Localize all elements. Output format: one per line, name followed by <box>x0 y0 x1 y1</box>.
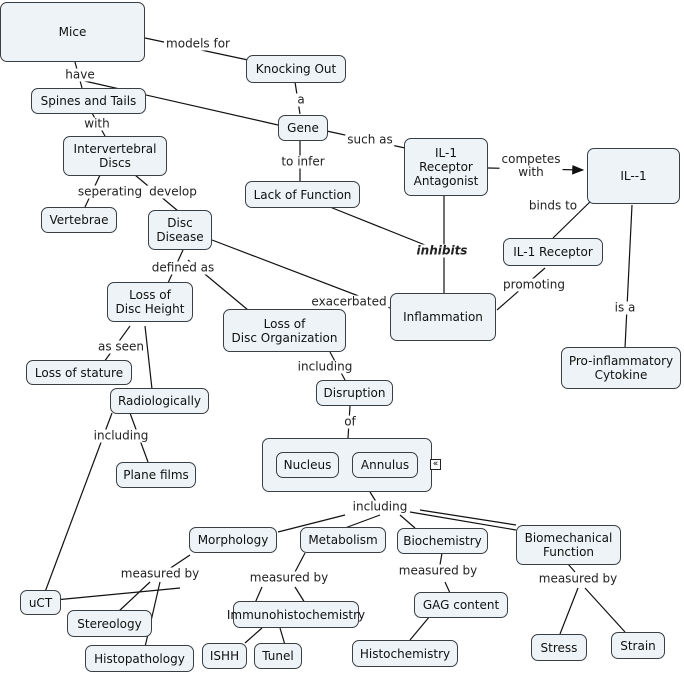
link-label-measured-by-biochemistry: measured by <box>396 563 480 578</box>
concept-loss-of-stature[interactable]: Loss of stature <box>26 360 132 385</box>
link-label-competes-with: competes with <box>499 152 563 179</box>
concept-inflammation[interactable]: Inflammation <box>390 293 496 341</box>
link-label-develop: develop <box>147 184 199 199</box>
link-label-promoting: promoting <box>501 277 567 292</box>
concept-histopathology[interactable]: Histopathology <box>85 645 194 672</box>
link-label-defined-as: defined as <box>149 260 217 275</box>
link-label-binds-to: binds to <box>526 198 580 213</box>
concept-uct[interactable]: uCT <box>20 590 61 615</box>
concept-loss-of-disc-organization[interactable]: Loss of Disc Organization <box>223 309 346 352</box>
link-label-measured-by-morphology: measured by <box>118 566 202 581</box>
concept-histochemistry[interactable]: Histochemistry <box>352 640 458 667</box>
concept-disruption[interactable]: Disruption <box>316 380 393 406</box>
link-label-such-as: such as <box>345 132 395 147</box>
link-label-including-disruption: including <box>295 359 355 374</box>
link-label-a: a <box>295 92 307 107</box>
link-label-including-radiologically: including <box>91 428 151 443</box>
concept-gene[interactable]: Gene <box>278 115 328 141</box>
concept-biochemistry[interactable]: Biochemistry <box>397 528 488 554</box>
link-label-exacerbated: exacerbated <box>309 294 389 309</box>
concept-knocking-out[interactable]: Knocking Out <box>246 55 346 83</box>
concept-loss-of-disc-height[interactable]: Loss of Disc Height <box>107 282 193 322</box>
concept-spines-and-tails[interactable]: Spines and Tails <box>31 88 146 114</box>
concept-intervertebral-discs[interactable]: Intervertebral Discs <box>63 136 167 176</box>
concept-il1-receptor-antagonist[interactable]: IL-1 Receptor Antagonist <box>404 138 488 196</box>
concept-pro-inflammatory-cytokine[interactable]: Pro-inflammatory Cytokine <box>561 347 681 389</box>
concept-metabolism[interactable]: Metabolism <box>300 527 386 553</box>
concept-annulus[interactable]: Annulus <box>352 452 418 478</box>
concept-radiologically[interactable]: Radiologically <box>110 388 209 414</box>
link-label-models-for: models for <box>164 36 232 51</box>
concept-strain[interactable]: Strain <box>611 632 665 659</box>
concept-stress[interactable]: Stress <box>531 634 587 661</box>
concept-gag-content[interactable]: GAG content <box>414 592 508 618</box>
collapse-double-chevron-left-icon[interactable]: « <box>430 459 441 470</box>
concept-morphology[interactable]: Morphology <box>189 527 277 553</box>
link-label-to-infer: to infer <box>279 154 327 169</box>
concept-disc-disease[interactable]: Disc Disease <box>148 210 212 250</box>
concept-lack-of-function[interactable]: Lack of Function <box>245 181 360 208</box>
link-label-is-a: is a <box>612 300 638 315</box>
link-label-inhibits: inhibits <box>414 243 470 258</box>
concept-biomechanical-function[interactable]: Biomechanical Function <box>516 525 621 565</box>
link-label-as-seen: as seen <box>95 339 147 354</box>
concept-il1-receptor[interactable]: IL-1 Receptor <box>503 238 603 266</box>
link-label-of: of <box>342 414 358 429</box>
link-label-including-group: including <box>350 499 410 514</box>
link-label-seperating: seperating <box>75 184 145 199</box>
concept-mice[interactable]: Mice <box>0 2 145 62</box>
link-label-have: have <box>63 67 97 82</box>
concept-nucleus[interactable]: Nucleus <box>276 452 339 478</box>
link-label-measured-by-metabolism: measured by <box>247 570 331 585</box>
link-label-measured-by-biomech: measured by <box>536 571 620 586</box>
concept-plane-films[interactable]: Plane films <box>116 462 196 488</box>
concept-stereology[interactable]: Stereology <box>67 610 152 637</box>
concept-il1[interactable]: IL--1 <box>587 148 680 204</box>
concept-vertebrae[interactable]: Vertebrae <box>41 207 117 233</box>
concept-ishh[interactable]: ISHH <box>202 643 247 669</box>
concept-tunel[interactable]: Tunel <box>254 643 302 669</box>
link-label-with: with <box>82 116 112 131</box>
concept-immunohistochemistry[interactable]: Immunohistochemistry <box>227 601 365 628</box>
